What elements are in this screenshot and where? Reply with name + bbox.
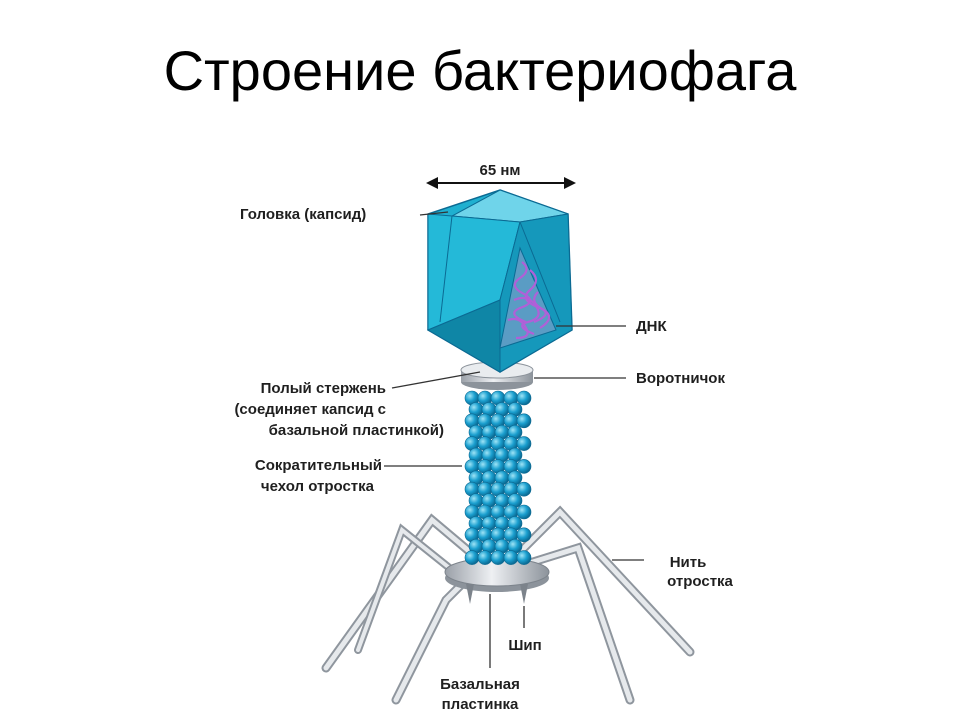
sheath-bead — [503, 550, 519, 565]
label-sheath-1: Сократительный — [255, 457, 382, 474]
label-sheath-2: чехол отростка — [261, 478, 375, 495]
sheath-bead — [464, 550, 480, 565]
label-fiber-1: Нить — [670, 554, 707, 571]
slide-title: Строение бактериофага — [163, 39, 797, 102]
contractile-sheath — [464, 390, 532, 565]
label-hollow-core-3: базальной пластинкой) — [269, 422, 444, 439]
tail-fibers — [321, 505, 695, 705]
capsid-head — [426, 189, 573, 373]
sheath-bead — [516, 550, 532, 565]
sheath-bead — [516, 413, 532, 429]
label-fiber-2: отростка — [667, 573, 733, 590]
label-baseplate-1: Базальная — [440, 676, 520, 693]
leader-lines — [384, 211, 644, 668]
label-collar: Воротничок — [636, 370, 725, 387]
sheath-bead — [490, 550, 506, 565]
sheath-bead — [516, 527, 532, 543]
dimension-arrow — [426, 177, 576, 189]
dimension-label: 65 нм — [479, 162, 520, 179]
sheath-bead — [516, 504, 532, 520]
sheath-bead — [477, 550, 493, 565]
label-hollow-core-2: (соединяет капсид с — [234, 401, 386, 418]
sheath-bead — [516, 459, 532, 474]
spikes — [466, 584, 528, 604]
sheath-bead — [516, 481, 532, 497]
label-spike: Шип — [508, 637, 541, 654]
dna-strands — [507, 261, 551, 340]
label-head: Головка (капсид) — [240, 206, 366, 223]
label-hollow-core-1: Полый стержень — [261, 380, 386, 397]
sheath-bead — [516, 390, 532, 406]
sheath-bead — [516, 436, 532, 451]
label-baseplate-2: пластинка — [442, 696, 519, 713]
label-dna: ДНК — [636, 318, 668, 335]
